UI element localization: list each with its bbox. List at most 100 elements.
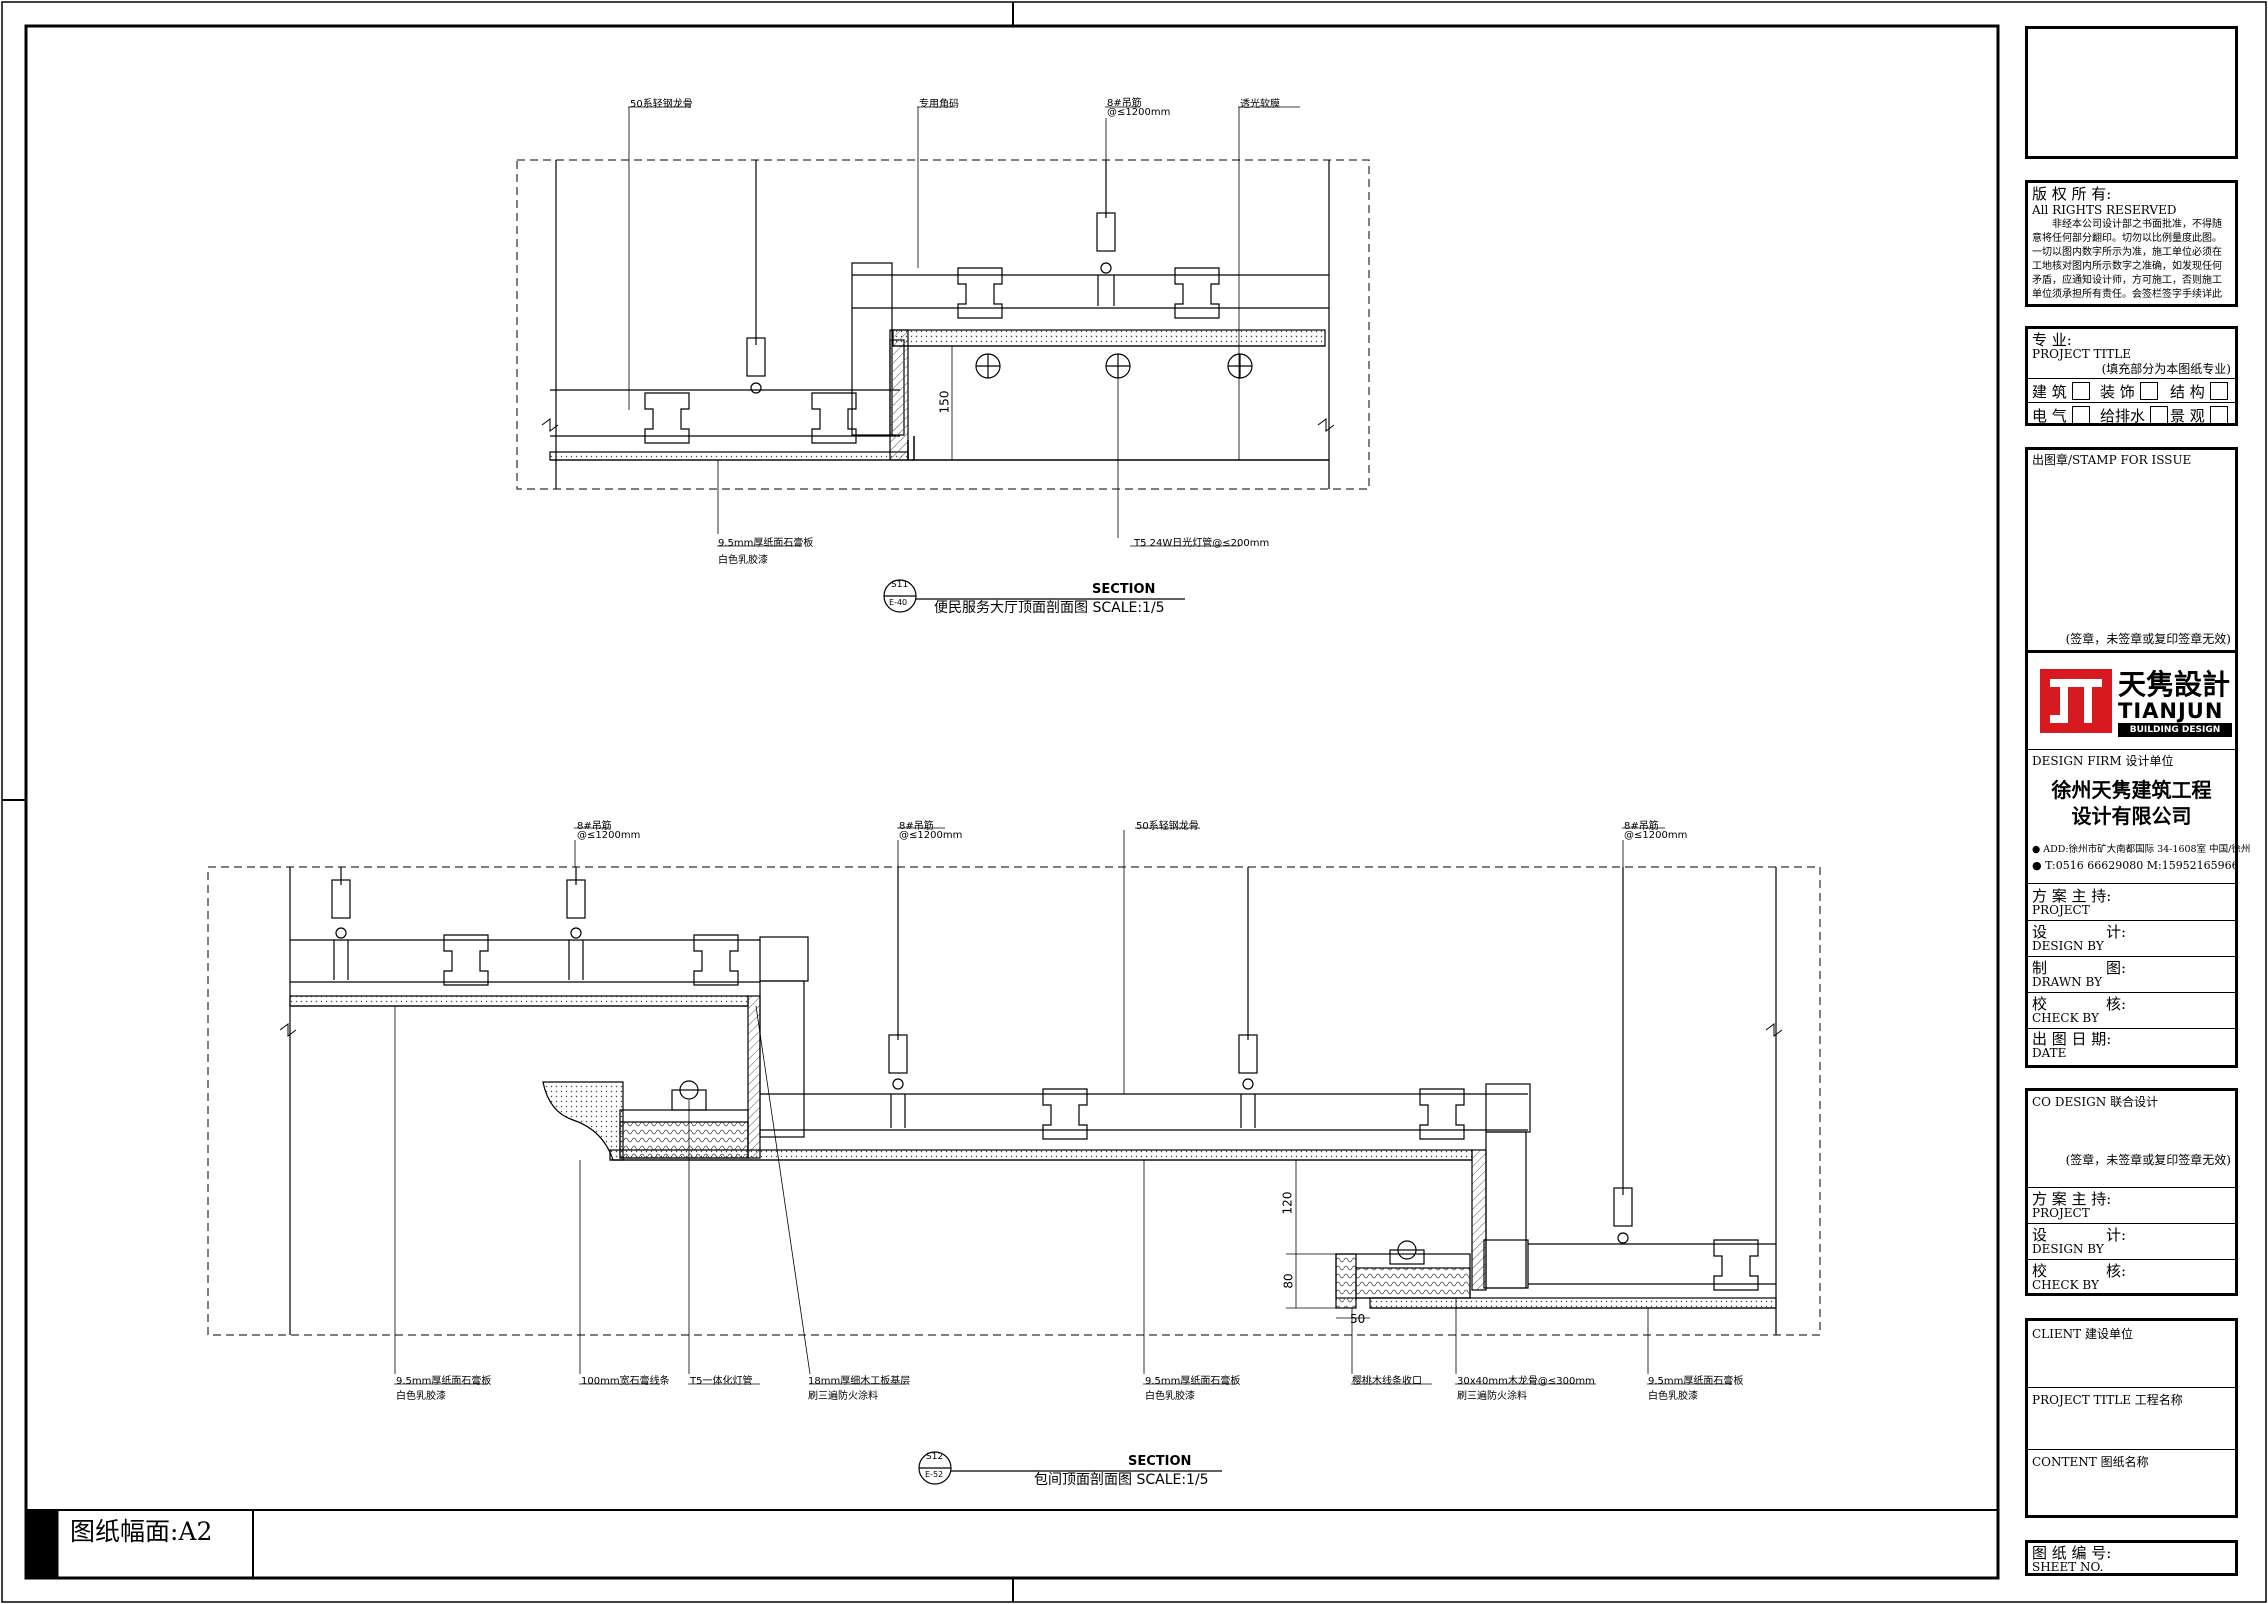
s1-heading: SECTION bbox=[1092, 582, 1156, 597]
co-design-note: (签章，未签章或复印签章无效) bbox=[2065, 1153, 2231, 1167]
s1-sheet-ref: E-40 bbox=[889, 598, 908, 607]
s2-hanger1-spacing: @≤1200mm bbox=[577, 830, 641, 841]
s2-board2-label: 9.5mm厚纸面石膏板 bbox=[1145, 1376, 1241, 1387]
s1-diffuser-label: 透光软膜 bbox=[1240, 99, 1280, 110]
s2-dim-50: 50 bbox=[1350, 1312, 1366, 1326]
s1-corner-label: 专用角码 bbox=[919, 99, 959, 110]
firm-name-line2: 设计有限公司 bbox=[2071, 804, 2192, 828]
s1-title: 便民服务大厅顶面剖面图 SCALE:1/5 bbox=[934, 600, 1165, 616]
design-row-design-cn2: 计: bbox=[2106, 923, 2127, 941]
tb-firm: 天隽設計 TIANJUN BUILDING DESIGN DESIGN FIRM… bbox=[2025, 653, 2250, 1068]
discipline-plumbing[interactable]: 给排水 bbox=[2100, 403, 2168, 427]
s1-board-label: 9.5mm厚纸面石膏板 bbox=[718, 538, 814, 549]
s2-hanger2-label: 8#吊筋 bbox=[899, 821, 934, 832]
client-label: CLIENT 建设单位 bbox=[2032, 1327, 2133, 1341]
firm-name-line1: 徐州天隽建筑工程 bbox=[2051, 778, 2212, 802]
s2-keel-label: 50系轻钢龙骨 bbox=[1136, 821, 1199, 832]
design-row-project-en: PROJECT bbox=[2032, 903, 2090, 917]
logo-sub: BUILDING DESIGN bbox=[2118, 723, 2232, 737]
s2-gypsum-line-label: 100mm宽石膏线条 bbox=[581, 1376, 670, 1387]
s2-plywood-label: 18mm厚细木工板基层 bbox=[808, 1376, 911, 1387]
s1-tag: S11 bbox=[891, 580, 909, 590]
s2-dim-120: 120 bbox=[1280, 1191, 1295, 1215]
section-2-drawing bbox=[207, 827, 1821, 1485]
tianjun-logo-icon bbox=[2040, 669, 2112, 733]
discipline-structure[interactable]: 结 构 bbox=[2170, 379, 2228, 403]
design-row-project-cn: 方 案 主 持: bbox=[2032, 887, 2112, 905]
design-row-drawn-cn2: 图: bbox=[2106, 959, 2127, 977]
discipline-architecture-checkbox[interactable] bbox=[2071, 382, 2090, 400]
discipline-structure-checkbox[interactable] bbox=[2209, 382, 2228, 400]
design-rows: 方 案 主 持: PROJECT 设 计: DESIGN BY 制 图: DRA… bbox=[2028, 885, 2235, 1063]
tb-client: CLIENT 建设单位 PROJECT TITLE 工程名称 CONTENT 图… bbox=[2025, 1318, 2238, 1518]
design-row-check-cn: 校 bbox=[2032, 995, 2048, 1013]
tb-discipline: 专 业: PROJECT TITLE (填充部分为本图纸专业) 建 筑 装 饰 … bbox=[2025, 326, 2238, 426]
section-1-drawing bbox=[516, 106, 1370, 613]
co-row-check-en: CHECK BY bbox=[2032, 1278, 2099, 1292]
s1-hanger-label: 8#吊筋 bbox=[1107, 98, 1142, 109]
stamp-title: 出图章/STAMP FOR ISSUE bbox=[2032, 453, 2192, 467]
copyright-title: 版 权 所 有: bbox=[2032, 185, 2112, 203]
design-row-design-en: DESIGN BY bbox=[2032, 939, 2104, 953]
discipline-subtitle: PROJECT TITLE bbox=[2032, 347, 2131, 361]
co-row-project-en: PROJECT bbox=[2032, 1206, 2090, 1220]
s2-hanger3-spacing: @≤1200mm bbox=[1624, 830, 1688, 841]
co-row-project-cn: 方 案 主 持: bbox=[2032, 1190, 2112, 1208]
s2-hanger3-label: 8#吊筋 bbox=[1624, 821, 1659, 832]
s2-wood-keel-label: 30x40mm木龙骨@≤300mm bbox=[1457, 1376, 1595, 1387]
s2-heading: SECTION bbox=[1128, 1454, 1192, 1469]
discipline-title: 专 业: bbox=[2032, 331, 2072, 349]
design-row-date-en: DATE bbox=[2032, 1046, 2067, 1060]
copyright-subtitle: All RIGHTS RESERVED bbox=[2032, 203, 2177, 217]
co-row-check-cn2: 核: bbox=[2106, 1262, 2127, 1280]
s1-hanger-spacing: @≤1200mm bbox=[1107, 107, 1171, 118]
design-row-drawn-en: DRAWN BY bbox=[2032, 975, 2103, 989]
design-row-check-en: CHECK BY bbox=[2032, 1011, 2099, 1025]
logo-cn: 天隽設計 bbox=[2118, 668, 2231, 701]
discipline-electrical-checkbox[interactable] bbox=[2071, 406, 2090, 424]
discipline-architecture[interactable]: 建 筑 bbox=[2032, 379, 2090, 403]
co-row-check-cn: 校 bbox=[2032, 1262, 2048, 1280]
s2-fireproof1-label: 刷三遍防火涂料 bbox=[808, 1391, 878, 1402]
project-title-label: PROJECT TITLE 工程名称 bbox=[2032, 1393, 2183, 1407]
tb-co-design: CO DESIGN 联合设计 (签章，未签章或复印签章无效) 方 案 主 持: … bbox=[2025, 1088, 2238, 1296]
s2-board3-label: 9.5mm厚纸面石膏板 bbox=[1648, 1376, 1744, 1387]
discipline-plumbing-checkbox[interactable] bbox=[2149, 406, 2168, 424]
discipline-landscape-checkbox[interactable] bbox=[2209, 406, 2228, 424]
tb-sheet-no: 图 纸 编 号: SHEET NO. bbox=[2025, 1540, 2238, 1576]
discipline-electrical[interactable]: 电 气 bbox=[2032, 403, 2090, 427]
s1-lamp-label: T5 24W日光灯管@≤200mm bbox=[1134, 538, 1270, 549]
s2-hanger2-spacing: @≤1200mm bbox=[899, 830, 963, 841]
discipline-landscape[interactable]: 景 观 bbox=[2170, 403, 2228, 427]
design-row-date-cn: 出 图 日 期: bbox=[2032, 1030, 2112, 1048]
logo-en: TIANJUN bbox=[2118, 699, 2224, 723]
firm-address: ● ADD:徐州市矿大南都国际 34-1608室 中国/徐州 bbox=[2032, 844, 2251, 855]
s2-fireproof2-label: 刷三遍防火涂料 bbox=[1457, 1391, 1527, 1402]
co-row-design-cn2: 计: bbox=[2106, 1226, 2127, 1244]
s2-lamp-label: T5一体化灯管 bbox=[690, 1376, 753, 1387]
design-row-check-cn2: 核: bbox=[2106, 995, 2127, 1013]
s2-paint2-label: 白色乳胶漆 bbox=[1145, 1391, 1195, 1402]
content-label: CONTENT 图纸名称 bbox=[2032, 1455, 2149, 1469]
s1-paint-label: 白色乳胶漆 bbox=[718, 555, 768, 566]
tb-copyright: 版 权 所 有: All RIGHTS RESERVED 非经本公司设计部之书面… bbox=[2025, 180, 2238, 307]
design-row-drawn-cn: 制 bbox=[2032, 959, 2048, 977]
firm-label: DESIGN FIRM 设计单位 bbox=[2032, 754, 2174, 768]
tb-top-box bbox=[2025, 26, 2238, 159]
discipline-decoration[interactable]: 装 饰 bbox=[2100, 379, 2158, 403]
s2-hanger1-label: 8#吊筋 bbox=[577, 821, 612, 832]
tb-stamp: 出图章/STAMP FOR ISSUE (签章，未签章或复印签章无效) bbox=[2025, 447, 2238, 653]
s1-keel-label: 50系轻钢龙骨 bbox=[630, 99, 693, 110]
sheet-no-en: SHEET NO. bbox=[2032, 1560, 2104, 1574]
discipline-decoration-checkbox[interactable] bbox=[2139, 382, 2158, 400]
s2-sheet-ref: E-52 bbox=[925, 1470, 944, 1479]
copyright-text: 非经本公司设计部之书面批准，不得随意将任何部分翻印。切勿以比例量度此图。一切以图… bbox=[2032, 219, 2222, 300]
co-row-design-en: DESIGN BY bbox=[2032, 1242, 2104, 1256]
s2-tag: S12 bbox=[926, 1452, 944, 1462]
design-row-design-cn: 设 bbox=[2032, 923, 2048, 941]
s2-paint1-label: 白色乳胶漆 bbox=[396, 1391, 446, 1402]
s2-title: 包间顶面剖面图 SCALE:1/5 bbox=[1034, 1472, 1209, 1488]
s1-dim-150: 150 bbox=[937, 390, 952, 414]
